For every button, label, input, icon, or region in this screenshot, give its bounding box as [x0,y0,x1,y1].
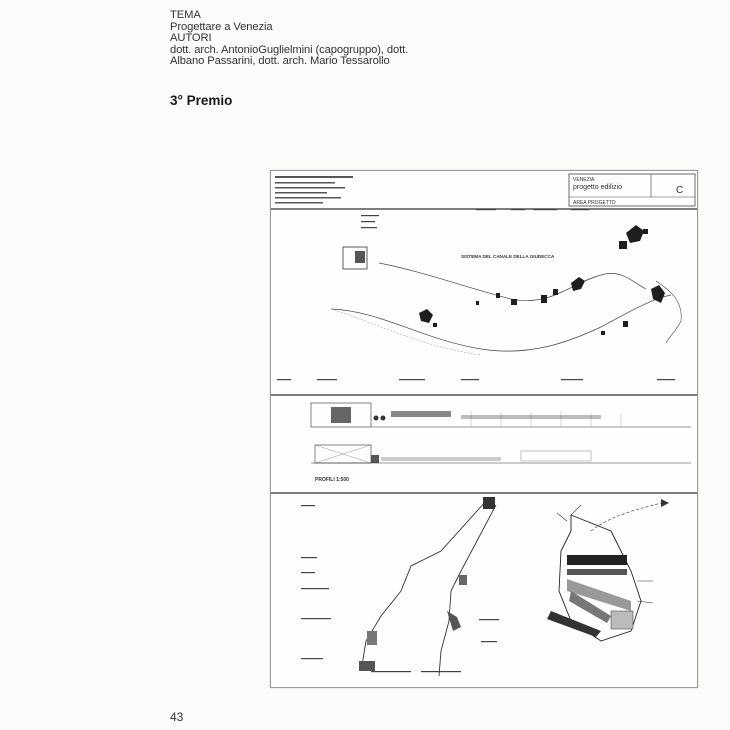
section1-title: SISTEMA DEL CANALE DELLA GIUDECCA [461,254,555,259]
title-block-area: AREA PROGETTO [573,200,616,206]
site-plans [301,497,669,677]
tema-value: Progettare a Venezia [170,20,273,33]
canal-plan: SISTEMA DEL CANALE DELLA GIUDECCA [271,209,697,396]
autori-line-2: Albano Passarini, dott. arch. Mario Tess… [170,55,390,68]
autori-label: AUTORI [170,32,212,45]
profiles-label: PROFILI 1:500 [315,477,349,483]
tema-label: TEMA [170,9,201,21]
drawing-svg: VENEZIA progetto edilizio AREA PROGETTO … [271,171,697,677]
competition-drawing-sheet: VENEZIA progetto edilizio AREA PROGETTO … [270,170,698,688]
title-block: VENEZIA progetto edilizio AREA PROGETTO … [568,173,696,207]
autori-line-1: dott. arch. AntonioGuglielmini (capogrup… [170,43,409,56]
profiles-section: PROFILI 1:500 [271,402,697,494]
prize-title: 3° Premio [170,93,233,108]
article-header: TEMA Progettare a Venezia AUTORI dott. a… [170,9,530,68]
page-number: 43 [170,710,184,724]
title-block-project: progetto edilizio [573,184,622,191]
drawing-header: VENEZIA progetto edilizio AREA PROGETTO … [271,171,697,211]
title-block-city: VENEZIA [573,177,595,183]
title-block-letter: C [676,185,683,196]
